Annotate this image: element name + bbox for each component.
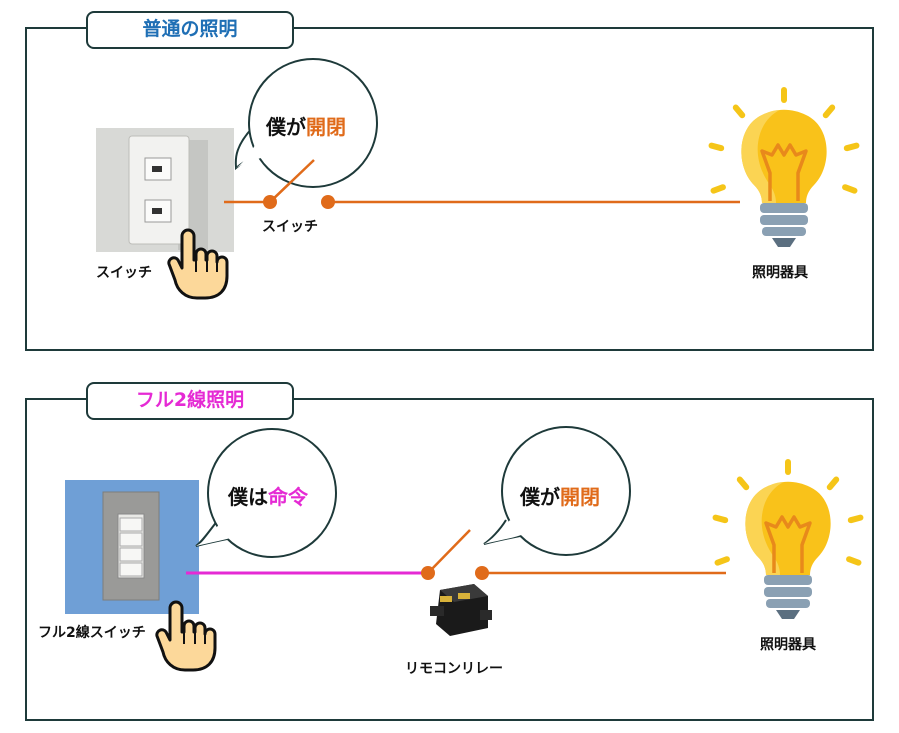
relay-contact-left: [421, 566, 435, 580]
bubble-text-switch: 僕は命令: [228, 485, 308, 509]
light-bulb-icon: [706, 85, 862, 249]
lamp-label: 照明器具: [752, 265, 808, 281]
relay-contact-right: [475, 566, 489, 580]
bubble-text-relay: 僕が開閉: [520, 485, 600, 509]
relay-label: リモコンリレー: [405, 661, 503, 677]
switch-label: スイッチ: [96, 265, 152, 281]
speech-bubble-switch: [195, 428, 337, 558]
full-two-wire-switch-label: フル2線スイッチ: [38, 625, 146, 641]
switch-contact-right: [321, 195, 335, 209]
remote-relay-icon: [430, 584, 492, 636]
section-title-full-two-wire: フル2線照明: [86, 382, 294, 420]
wall-switch-icon: [96, 128, 234, 252]
contact-label: スイッチ: [262, 219, 318, 235]
speech-bubble-relay: [483, 426, 631, 556]
full-two-wire-switch-icon: [65, 480, 199, 614]
bubble-text-normal: 僕が開閉: [266, 115, 346, 139]
speech-bubble: [234, 58, 378, 203]
lamp-label-2: 照明器具: [760, 637, 816, 653]
section-title-normal: 普通の照明: [86, 11, 294, 49]
light-bulb-icon: [710, 457, 866, 621]
